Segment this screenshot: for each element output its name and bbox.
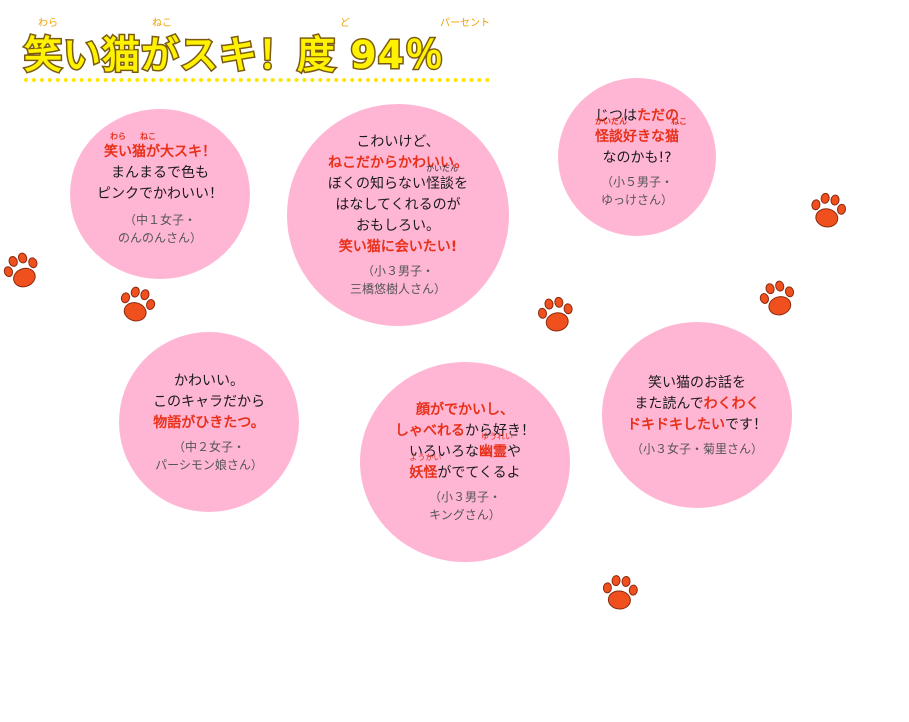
title-ruby-do: ど bbox=[340, 18, 350, 29]
comment-5-line-2: しゃべれるから好き！ bbox=[395, 423, 535, 439]
comment-3-ruby-neko: ねこ bbox=[671, 116, 687, 126]
comment-2-author-1: （小３男子・ bbox=[361, 264, 434, 278]
comment-4-author-1: （中２女子・ bbox=[172, 439, 245, 454]
comment-1-line-1: わら ねこ 笑い猫が大スキ！ bbox=[104, 131, 216, 160]
comment-4-line-2: このキャラだから bbox=[153, 393, 265, 410]
comment-6-line-1: 笑い猫のお話を bbox=[648, 374, 746, 391]
comment-5-line-3: ゆうれい いろいろな幽霊や bbox=[409, 432, 521, 461]
comment-2-line-5: おもしろい。 bbox=[356, 218, 440, 234]
comment-bubble-2: こわいけど、 ねこだからかわいい。 かいだん ぼくの知らない怪談を はなしてくれ… bbox=[287, 104, 509, 326]
paw-print-icon bbox=[120, 286, 156, 322]
comment-1-ruby-wara: わら bbox=[110, 131, 126, 141]
comment-5-ruby-yuurei: ゆうれい bbox=[481, 432, 513, 441]
comment-2-line-6: 笑い猫に会いたい! bbox=[338, 239, 458, 255]
comment-5-line-1: 顔がでかいし、 bbox=[416, 402, 514, 418]
title-text: 笑い猫がスキ！度 94％ bbox=[22, 32, 445, 79]
comment-3-author-1: （小５男子・ bbox=[600, 174, 673, 189]
comment-4-author-2: パーシモン娘さん） bbox=[155, 457, 263, 472]
comment-3-ruby-kaidan: かいだん bbox=[595, 116, 627, 126]
comment-3-line-2: かいだん ねこ 怪談好きな猫 bbox=[595, 116, 687, 145]
comment-bubble-5: 顔がでかいし、 しゃべれるから好き！ ゆうれい いろいろな幽霊や ようかい 妖怪… bbox=[360, 362, 570, 562]
paw-print-icon bbox=[811, 192, 847, 228]
comment-bubble-6: 笑い猫のお話を また読んでわくわく ドキドキしたいです！ （小３女子・菊里さん） bbox=[602, 322, 792, 508]
comment-bubble-4: かわいい。 このキャラだから 物語がひきたつ。 （中２女子・ パーシモン娘さん） bbox=[119, 332, 299, 512]
comment-bubble-3: じつはただの かいだん ねこ 怪談好きな猫 なのかも!? （小５男子・ ゆっけさ… bbox=[558, 78, 716, 236]
comment-2-line-4: はなしてくれるのが bbox=[335, 197, 461, 213]
comment-bubble-1: わら ねこ 笑い猫が大スキ！ まんまるで色も ピンクでかわいい！ （中１女子・ … bbox=[70, 109, 250, 279]
comment-2-ruby-kaidan: かいだん bbox=[426, 164, 458, 173]
comment-6-line-3: ドキドキしたいです！ bbox=[627, 416, 767, 433]
title-ruby-percent: パーセント bbox=[440, 18, 490, 29]
paw-print-icon bbox=[759, 280, 795, 316]
paw-print-icon bbox=[602, 575, 638, 610]
paw-print-icon bbox=[3, 252, 38, 288]
comment-5-line-4: ようかい 妖怪がでてくるよ bbox=[409, 453, 521, 482]
comment-1-author-2: のんのんさん） bbox=[117, 230, 202, 245]
comment-2-author-2: 三橋悠樹人さん） bbox=[349, 282, 446, 296]
comment-5-author-1: （小３男子・ bbox=[428, 490, 501, 504]
comment-3-line-1: じつはただの bbox=[595, 107, 679, 124]
paw-print-icon bbox=[537, 296, 573, 332]
comment-5-ruby-youkai: ようかい bbox=[409, 453, 442, 462]
comment-3-author-2: ゆっけさん） bbox=[600, 192, 673, 207]
comment-6-line-2: また読んでわくわく bbox=[634, 395, 760, 412]
title-underline bbox=[24, 78, 490, 82]
comment-1-line-2: まんまるで色も bbox=[111, 164, 209, 181]
comment-1-ruby-neko: ねこ bbox=[140, 131, 156, 141]
comment-4-line-3: 物語がひきたつ。 bbox=[153, 414, 265, 431]
comment-2-line-2: ねこだからかわいい。 bbox=[328, 155, 468, 171]
comment-4-line-1: かわいい。 bbox=[174, 372, 244, 389]
comment-1-author-1: （中１女子・ bbox=[123, 212, 196, 227]
comment-1-line-3: ピンクでかわいい！ bbox=[97, 185, 223, 202]
comment-5-author-2: キングさん） bbox=[429, 508, 501, 522]
title-ruby-neko: ねこ bbox=[152, 18, 172, 29]
comment-2-line-1: こわいけど、 bbox=[356, 134, 440, 150]
title-ruby-wara: わら bbox=[38, 18, 58, 29]
comment-2-line-3: かいだん ぼくの知らない怪談を bbox=[328, 164, 468, 193]
comment-3-line-3: なのかも!? bbox=[602, 149, 672, 166]
comment-6-author-1: （小３女子・菊里さん） bbox=[630, 441, 763, 456]
